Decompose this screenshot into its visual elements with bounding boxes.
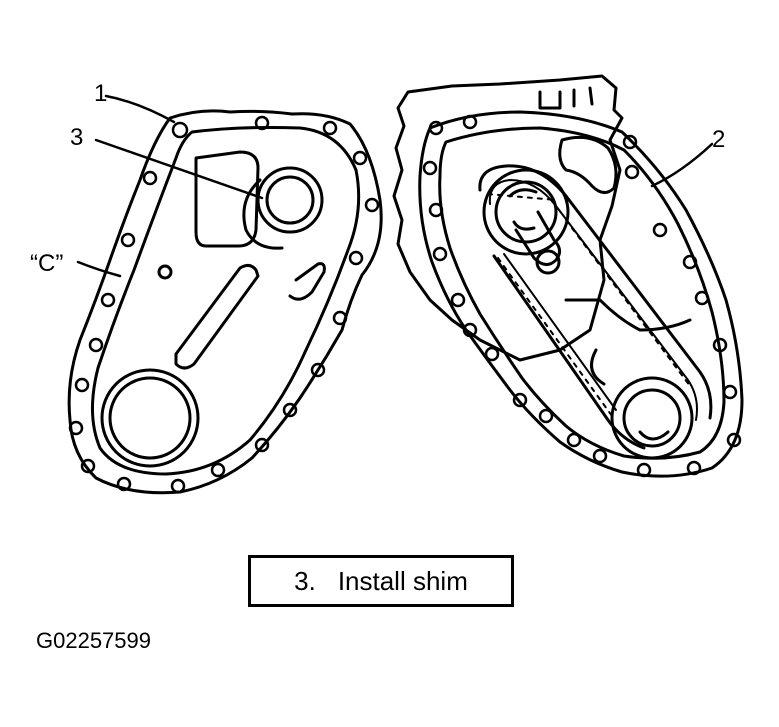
rear-case-half — [392, 74, 744, 478]
figure-id: G02257599 — [36, 628, 151, 653]
callout-3: 3 — [70, 124, 84, 151]
front-case-inner-edge — [91, 126, 361, 476]
front-case-bolt-holes — [68, 115, 380, 494]
rear-case-outer-flange — [418, 110, 744, 478]
front-case-outer-flange — [67, 109, 383, 495]
front-case-output-bore — [100, 368, 200, 468]
callout-c: “C” — [30, 250, 64, 277]
leader-line-1 — [104, 94, 176, 124]
callout-1: 1 — [94, 80, 108, 107]
callout-2: 2 — [712, 126, 726, 153]
rear-case-boss — [558, 135, 618, 194]
caption-text: Install shim — [337, 565, 468, 596]
rear-case-bolt-holes — [422, 114, 742, 478]
leader-line-c — [76, 260, 122, 278]
upper-sprocket — [482, 168, 570, 256]
front-case-input-bore — [256, 166, 324, 234]
leader-line-2 — [650, 142, 714, 188]
front-case-half — [67, 109, 383, 495]
front-case-rib — [174, 263, 260, 370]
input-shaft — [514, 210, 561, 266]
caption-number: 3. — [294, 565, 316, 596]
front-case-upper-pocket — [194, 150, 260, 248]
rear-case-inner-edge — [438, 126, 726, 460]
rear-case-casting-outline — [392, 74, 624, 362]
lower-sprocket — [610, 376, 694, 460]
transfer-case-diagram — [67, 74, 744, 495]
front-case-screw — [157, 264, 173, 280]
caption-box: 3. Install shim — [248, 555, 514, 607]
leader-lines — [76, 94, 714, 278]
leader-line-3 — [94, 138, 264, 200]
